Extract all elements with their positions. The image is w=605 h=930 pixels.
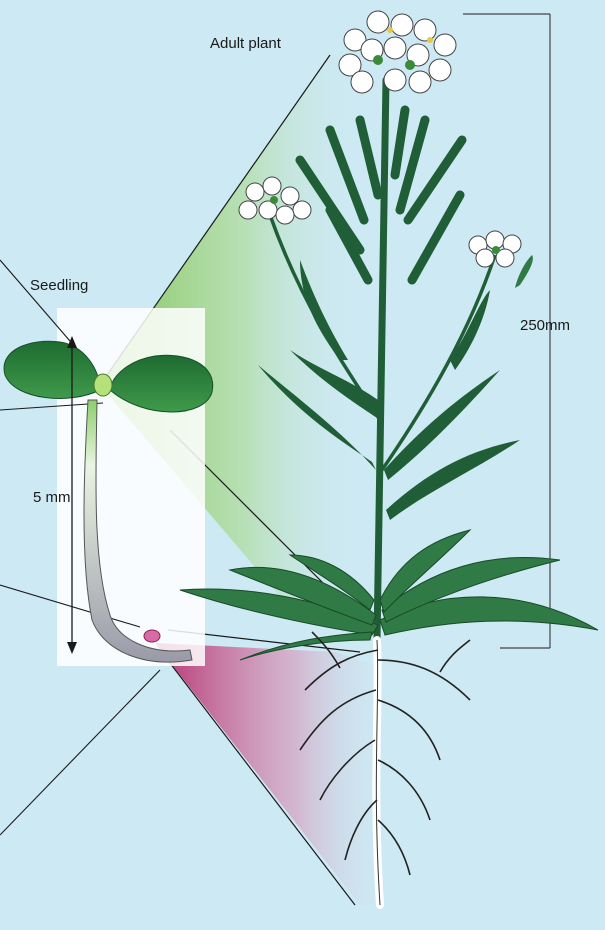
adult-scale-label: 250mm	[520, 317, 570, 334]
main-flower-cluster	[339, 11, 456, 93]
main-stem	[377, 80, 386, 640]
seedling-label: Seedling	[30, 277, 88, 294]
right-flower-cluster	[469, 231, 533, 288]
seedling-scale-label: 5 mm	[33, 489, 71, 506]
side-branch	[382, 255, 495, 470]
leader-line	[0, 670, 160, 835]
root-apical-meristem	[144, 630, 160, 642]
adult-plant-label: Adult plant	[210, 35, 282, 52]
root-magnification-fan	[155, 643, 390, 905]
shoot-apical-meristem	[94, 374, 112, 396]
